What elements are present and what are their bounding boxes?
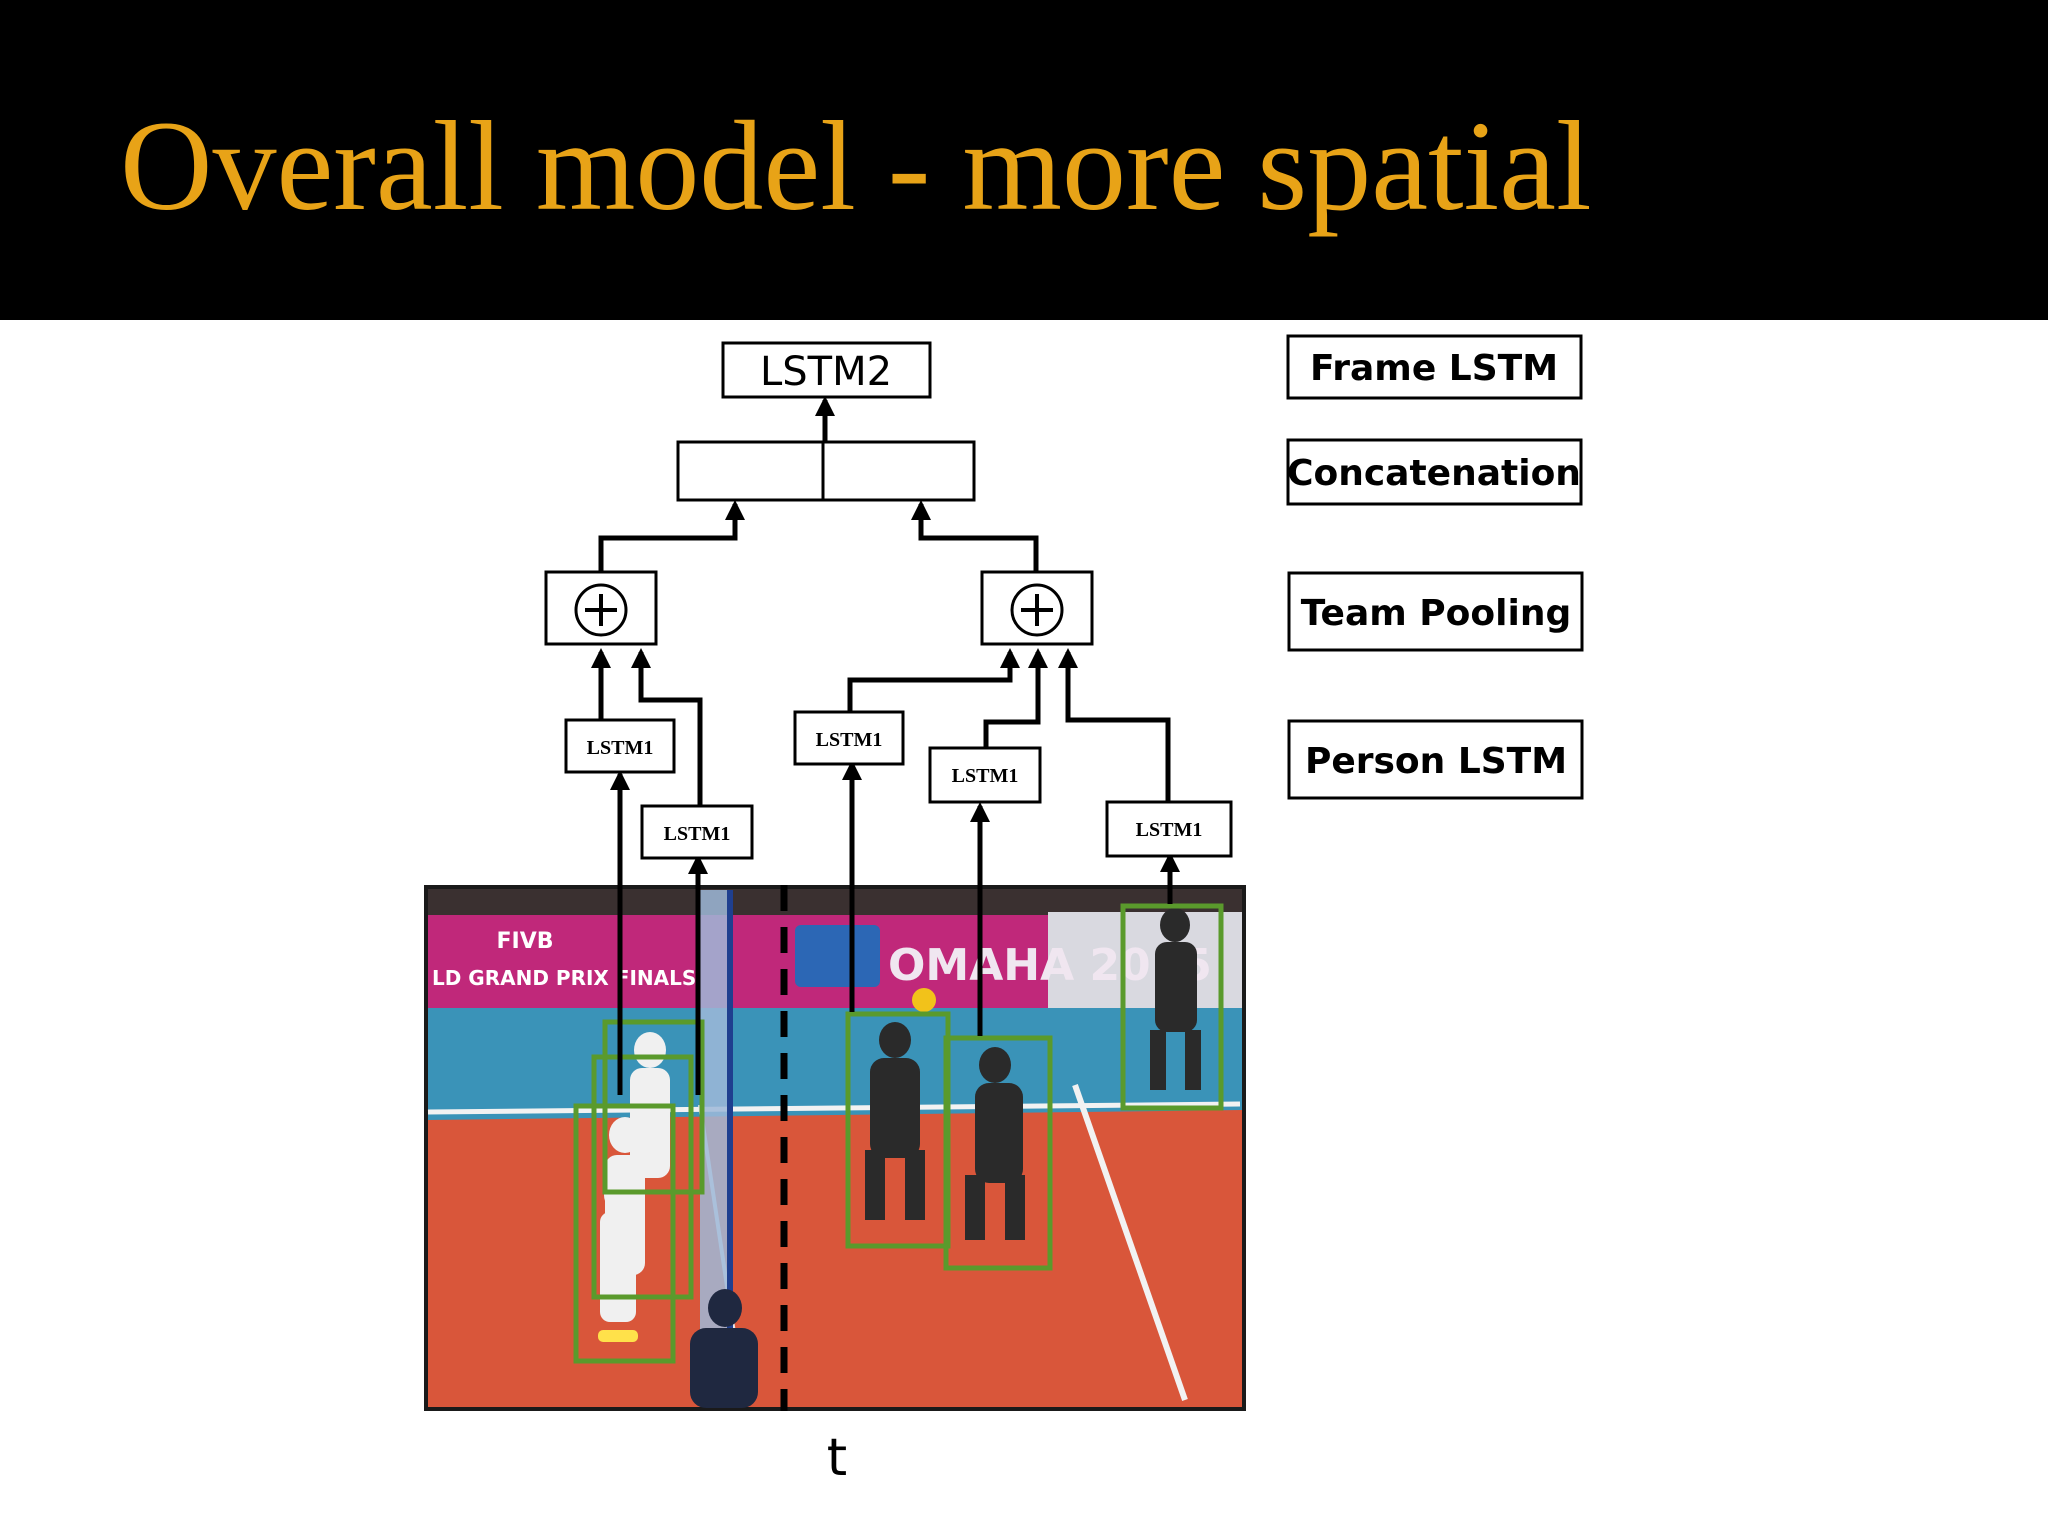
legend-concatenation-label: Concatenation bbox=[1287, 453, 1581, 494]
banner-grand-prix: LD GRAND PRIX FINALS bbox=[432, 966, 696, 990]
legend-concatenation: Concatenation bbox=[1286, 438, 1583, 506]
slide-title: Overall model - more spatial bbox=[120, 95, 1592, 237]
detection-box-6 bbox=[1120, 903, 1224, 1111]
lstm1-box-3 bbox=[793, 710, 905, 766]
lstm1-label-1: LSTM1 bbox=[587, 737, 654, 759]
concat-node bbox=[676, 440, 976, 502]
video-frame: FIVB LD GRAND PRIX FINALS OMAHA 2015 bbox=[424, 885, 1246, 1411]
lstm1-box-1 bbox=[564, 718, 676, 774]
legend-team-pooling-label: Team Pooling bbox=[1301, 593, 1571, 634]
edge-pool-left-concat bbox=[598, 500, 745, 572]
detection-box-3 bbox=[573, 1103, 676, 1364]
title-bar bbox=[0, 0, 2048, 320]
lstm1-label-5: LSTM1 bbox=[1136, 819, 1203, 841]
omaha-logo-block bbox=[795, 925, 880, 987]
legend-concatenation-box bbox=[1286, 438, 1583, 506]
time-label: t bbox=[827, 1428, 847, 1488]
player-left-shoes bbox=[598, 1330, 638, 1342]
concat-box bbox=[676, 440, 976, 502]
court-floor bbox=[428, 1110, 1242, 1407]
banner-fivb: FIVB bbox=[496, 929, 553, 954]
volleyball bbox=[912, 988, 936, 1012]
lstm1-box-4 bbox=[928, 746, 1042, 804]
pool-right-node bbox=[980, 570, 1094, 646]
lstm2-box bbox=[721, 341, 932, 399]
legend-person-lstm: Person LSTM bbox=[1287, 719, 1584, 800]
sideline bbox=[1072, 1084, 1188, 1401]
detection-box-2 bbox=[591, 1054, 694, 1300]
free-zone bbox=[428, 1008, 1242, 1120]
referee bbox=[690, 1289, 758, 1408]
edge-lstm1c-pool-right bbox=[847, 648, 1020, 724]
flag-backdrop bbox=[1048, 912, 1242, 1012]
back-line bbox=[427, 1101, 1241, 1115]
edge-lstm1d-pool-right bbox=[983, 648, 1048, 752]
legend-person-lstm-box bbox=[1287, 719, 1584, 800]
edge-lstm1e-pool-right bbox=[1058, 648, 1171, 816]
edge-lstm1b-pool-left bbox=[631, 648, 703, 818]
lstm1-label-2: LSTM1 bbox=[664, 823, 731, 845]
legend-person-lstm-label: Person LSTM bbox=[1305, 741, 1567, 782]
player-right-team bbox=[865, 908, 1201, 1240]
lstm1-label-4: LSTM1 bbox=[952, 765, 1019, 787]
lstm1-box-5 bbox=[1105, 800, 1233, 858]
legend: Frame LSTM Concatenation Team Pooling Pe… bbox=[1286, 334, 1584, 800]
lstm1-nodes: LSTM1 LSTM1 LSTM1 LSTM1 LSTM1 bbox=[564, 710, 1233, 860]
lstm1-label-3: LSTM1 bbox=[816, 729, 883, 751]
legend-frame-lstm-label: Frame LSTM bbox=[1310, 348, 1558, 389]
legend-team-pooling-box bbox=[1287, 571, 1584, 652]
lstm2-label: LSTM2 bbox=[760, 349, 892, 395]
connections bbox=[591, 396, 1180, 1095]
legend-team-pooling: Team Pooling bbox=[1287, 571, 1584, 652]
detection-boxes bbox=[573, 903, 1224, 1364]
lstm1-box-2 bbox=[640, 804, 754, 860]
edge-pool-right-concat bbox=[911, 500, 1039, 572]
legend-frame-lstm-box bbox=[1286, 334, 1583, 400]
pool-left-node bbox=[544, 570, 658, 646]
legend-frame-lstm: Frame LSTM bbox=[1286, 334, 1583, 400]
detection-box-5 bbox=[943, 1035, 1053, 1271]
lstm2-node: LSTM2 bbox=[721, 341, 932, 399]
